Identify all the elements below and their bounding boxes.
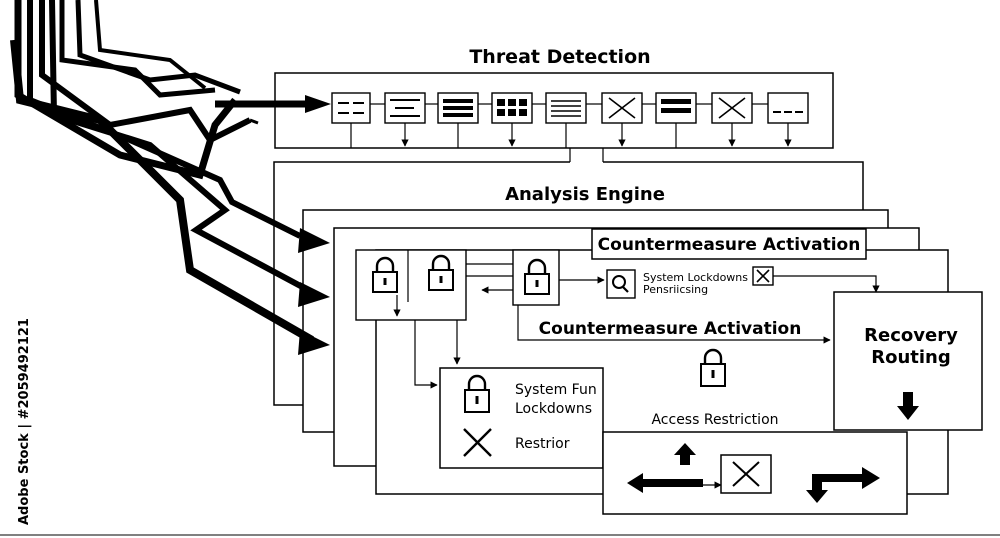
stock-id-watermark: Adobe Stock | #2059492121 xyxy=(17,318,32,525)
detector-box-5 xyxy=(545,92,587,124)
threat-detection-module: Threat Detection xyxy=(274,46,834,162)
analysis-engine-title: Analysis Engine xyxy=(505,184,665,205)
magnifier-icon xyxy=(612,275,626,289)
access-restriction-box xyxy=(602,431,908,515)
restrior-label: Restrior xyxy=(515,436,570,452)
recovery-title-line2: Routing xyxy=(871,347,951,368)
magnifier-box xyxy=(606,269,636,299)
recovery-routing-box: Recovery Routing xyxy=(833,291,983,431)
system-lockdowns-label: System Lockdowns xyxy=(643,271,748,284)
lock-cluster xyxy=(355,249,467,321)
system-fun-sublabel: Lockdowns xyxy=(515,401,592,417)
detector-box-8 xyxy=(711,92,753,124)
lock-icon xyxy=(428,254,454,291)
detector-down-arrows xyxy=(350,123,792,148)
x-box-small xyxy=(752,266,774,286)
threat-detection-title: Threat Detection xyxy=(469,46,650,68)
lock-icon xyxy=(524,258,550,295)
incoming-lines xyxy=(10,0,314,344)
countermeasure-top: Countermeasure Activation xyxy=(591,228,867,260)
lock-connectors xyxy=(414,263,831,389)
detector-box-4 xyxy=(491,92,533,124)
system-fun-box: System Fun Lockdowns Restrior xyxy=(439,367,604,469)
lock-box xyxy=(512,249,560,306)
lock-icon xyxy=(700,348,726,387)
detector-box-9 xyxy=(767,92,809,124)
detector-box-6 xyxy=(601,92,643,124)
up-arrow-icon xyxy=(674,443,696,465)
detector-box-3 xyxy=(437,92,479,124)
countermeasure-mid-title: Countermeasure Activation xyxy=(539,319,802,339)
turn-arrow-icon xyxy=(806,467,880,503)
detector-box-2 xyxy=(384,92,426,124)
lock-icon xyxy=(464,374,490,413)
down-arrow-icon xyxy=(897,392,919,420)
system-fun-label: System Fun xyxy=(515,382,597,398)
recovery-title-line1: Recovery xyxy=(864,325,958,346)
detector-box-1 xyxy=(331,92,371,124)
left-arrow-icon xyxy=(627,473,703,493)
lock-icon xyxy=(372,256,398,293)
incoming-arrowheads xyxy=(298,95,331,355)
detector-box-7 xyxy=(655,92,697,124)
countermeasure-top-title: Countermeasure Activation xyxy=(598,235,861,255)
access-restriction-title: Access Restriction xyxy=(651,412,778,428)
system-lockdowns-sublabel: Pensriicsing xyxy=(643,283,708,296)
